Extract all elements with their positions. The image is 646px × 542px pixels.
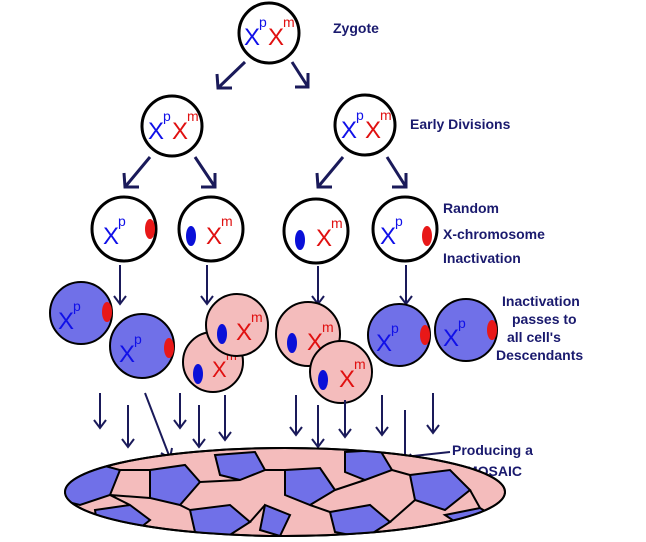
descendant-cell-m4: X m bbox=[309, 340, 373, 404]
svg-text:X: X bbox=[148, 118, 164, 145]
early-division-cell-right: X p X m bbox=[333, 93, 397, 157]
arrow-down-icon bbox=[215, 60, 310, 90]
svg-text:p: p bbox=[163, 108, 171, 124]
inactivation-cell-3: X m bbox=[282, 197, 350, 265]
paternal-sup: p bbox=[259, 14, 267, 30]
barr-body-dot bbox=[295, 230, 305, 250]
svg-text:X: X bbox=[380, 223, 396, 250]
svg-text:X: X bbox=[341, 117, 357, 144]
svg-text:X: X bbox=[58, 308, 74, 335]
svg-text:p: p bbox=[458, 315, 466, 331]
barr-body-dot bbox=[487, 320, 497, 340]
svg-text:X: X bbox=[206, 223, 222, 250]
barr-body-dot bbox=[186, 226, 196, 246]
early-division-cell-left: X p X m bbox=[140, 94, 204, 158]
inactivation-cell-2: X m bbox=[177, 195, 245, 263]
x-chromosome-label-text: X-chromosome bbox=[443, 226, 545, 242]
barr-body-dot bbox=[145, 219, 155, 239]
descendant-cell-p4: X p bbox=[434, 298, 498, 362]
passes-label-4: Descendants bbox=[496, 347, 583, 363]
svg-text:X: X bbox=[236, 319, 252, 346]
inactivation-cell-1: X p bbox=[90, 195, 158, 263]
svg-text:m: m bbox=[380, 107, 392, 123]
random-label: Random bbox=[443, 200, 499, 216]
barr-body-dot bbox=[102, 302, 112, 322]
passes-label-1: Inactivation bbox=[502, 293, 580, 309]
svg-text:m: m bbox=[187, 108, 199, 124]
svg-text:m: m bbox=[354, 356, 366, 372]
descendant-cell-p2: X p bbox=[109, 313, 175, 379]
producing-label: Producing a bbox=[452, 442, 533, 458]
svg-text:p: p bbox=[118, 213, 126, 229]
barr-body-dot bbox=[164, 338, 174, 358]
barr-body-dot bbox=[287, 333, 297, 353]
svg-text:m: m bbox=[322, 319, 334, 335]
svg-text:p: p bbox=[356, 107, 364, 123]
descendant-cell-p1: X p bbox=[49, 281, 113, 345]
mosaic-tissue bbox=[64, 447, 506, 537]
svg-text:p: p bbox=[391, 320, 399, 336]
barr-body-dot bbox=[422, 226, 432, 246]
svg-text:X: X bbox=[339, 366, 355, 393]
svg-text:X: X bbox=[172, 118, 188, 145]
descendant-cell-p3: X p bbox=[367, 303, 431, 367]
x-chromosome-label: X bbox=[244, 24, 260, 51]
passes-label-2: passes to bbox=[512, 311, 577, 327]
x-chromosome-label: X bbox=[268, 24, 284, 51]
zygote-cell: X p X m bbox=[237, 1, 301, 65]
arrow-down-icon bbox=[113, 265, 413, 306]
svg-text:p: p bbox=[395, 213, 403, 229]
svg-text:X: X bbox=[316, 225, 332, 252]
arrow-down-icon bbox=[122, 156, 408, 189]
svg-text:m: m bbox=[221, 213, 233, 229]
svg-text:p: p bbox=[134, 331, 142, 347]
svg-text:X: X bbox=[376, 330, 392, 357]
svg-text:X: X bbox=[365, 117, 381, 144]
svg-text:m: m bbox=[251, 309, 263, 325]
maternal-sup: m bbox=[283, 14, 295, 30]
svg-text:p: p bbox=[73, 298, 81, 314]
svg-text:m: m bbox=[331, 215, 343, 231]
inactivation-cell-4: X p bbox=[371, 195, 439, 263]
passes-label-3: all cell's bbox=[507, 329, 561, 345]
barr-body-dot bbox=[318, 370, 328, 390]
svg-text:X: X bbox=[119, 341, 135, 368]
descendant-cell-m2: X m bbox=[205, 293, 269, 357]
barr-body-dot bbox=[217, 324, 227, 344]
early-divisions-label: Early Divisions bbox=[410, 116, 511, 132]
inactivation-label: Inactivation bbox=[443, 250, 521, 266]
barr-body-dot bbox=[420, 325, 430, 345]
barr-body-dot bbox=[193, 364, 203, 384]
svg-text:X: X bbox=[443, 325, 459, 352]
svg-text:X: X bbox=[212, 357, 227, 382]
zygote-label: Zygote bbox=[333, 20, 379, 36]
svg-text:X: X bbox=[103, 223, 119, 250]
